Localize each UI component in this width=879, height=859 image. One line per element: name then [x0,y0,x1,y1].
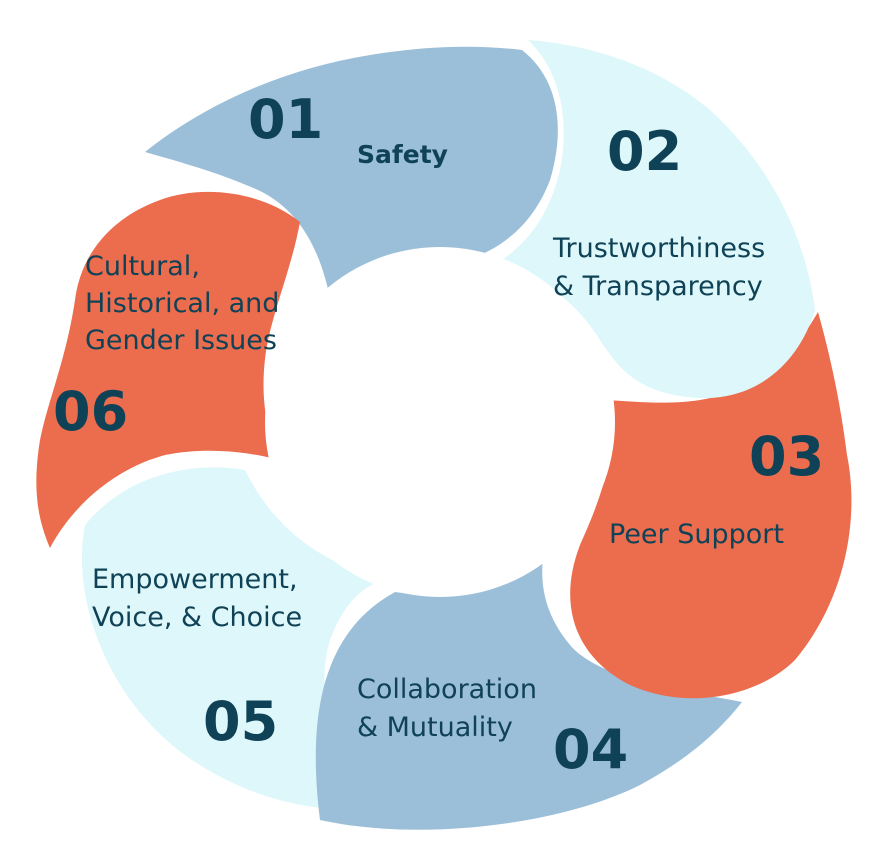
segment-06-label-line-1: Cultural, [85,251,200,282]
segment-06-label-line-2: Historical, and [85,288,279,319]
segment-02-shape [495,40,815,399]
segment-02-label-line-2: & Transparency [553,271,763,302]
segment-04-number: 04 [553,718,628,781]
segment-02-number: 02 [607,120,682,183]
segment-06-shape [36,191,300,548]
segment-04-shape [315,558,742,830]
segment-06-number: 06 [53,380,128,443]
segment-01-number: 01 [248,88,323,151]
segment-02-label-line-1: Trustworthiness [552,233,765,264]
segment-04-label-line-1: Collaboration [357,674,537,705]
segment-05-shape [81,467,386,810]
segment-05-label-line-2: Voice, & Choice [92,602,302,633]
segment-01-shape [145,46,558,298]
segment-03-number: 03 [749,425,824,488]
segment-04-label-line-2: & Mutuality [357,712,513,743]
segment-05-number: 05 [203,690,278,753]
segment-01-label: Safety [357,140,448,169]
segment-06-label-line-3: Gender Issues [85,325,277,356]
center-circle [265,247,615,597]
segment-03-label: Peer Support [609,519,784,550]
segment-03-shape [570,312,852,699]
segment-05-label-line-1: Empowerment, [92,564,298,595]
